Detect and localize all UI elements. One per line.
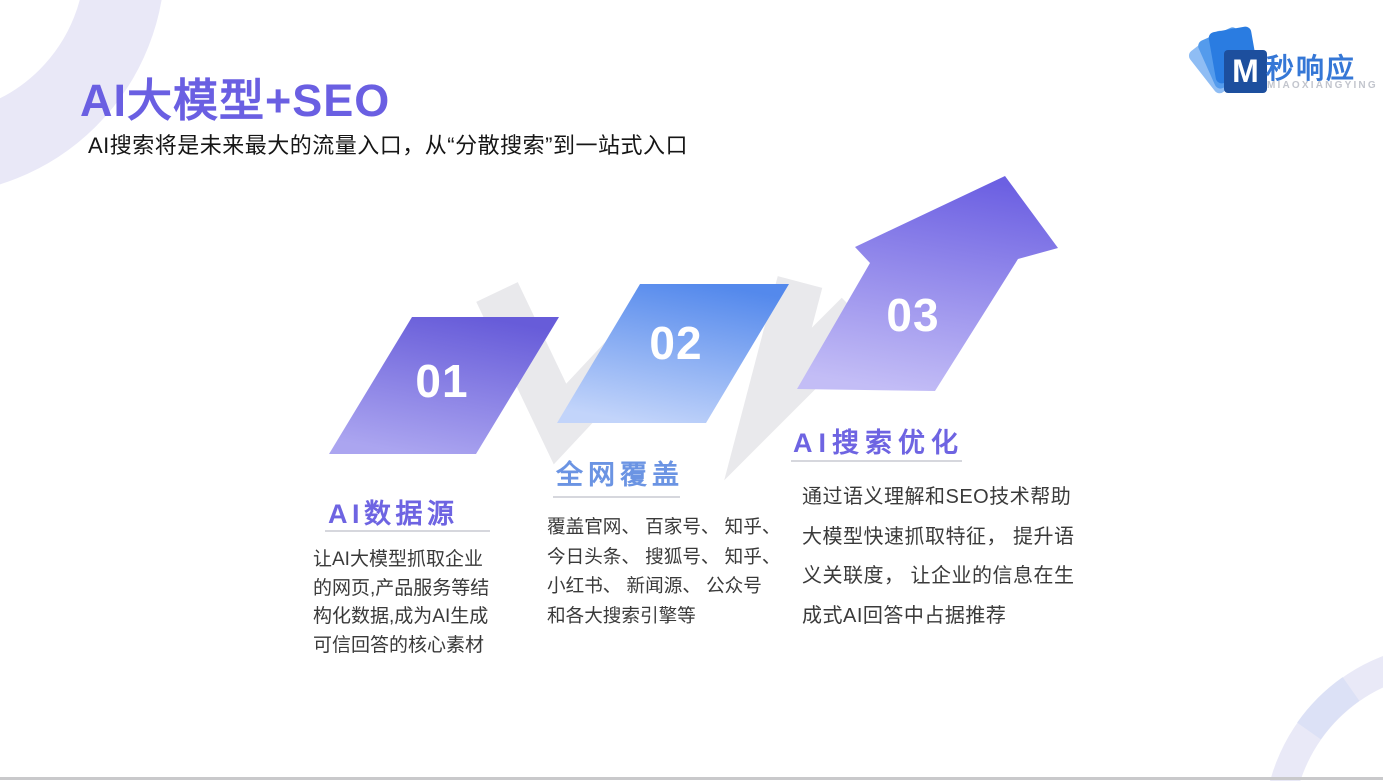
body-line: 和各大搜索引擎等 xyxy=(547,604,696,626)
logo: M 秒响应 MIAOXIANGYING xyxy=(1186,25,1378,100)
step-3-underline xyxy=(791,460,962,462)
step-2-underline xyxy=(553,496,680,498)
body-line: 的网页,产品服务等结 xyxy=(313,577,490,599)
step-1-body: 让AI大模型抓取企业 的网页,产品服务等结 构化数据,成为AI生成 可信回答的核… xyxy=(313,546,489,660)
step-2-number: 02 xyxy=(649,317,702,369)
page-subtitle: AI搜索将是未来最大的流量入口，从“分散搜索”到一站式入口 xyxy=(88,133,688,158)
slide-bottom-edge xyxy=(0,777,1383,780)
body-line: 义关联度， 让企业的信息在生 xyxy=(802,565,1075,587)
body-line: 通过语义理解和SEO技术帮助 xyxy=(802,486,1072,508)
logo-name-cn: 秒响应 xyxy=(1266,53,1357,84)
step-1-underline xyxy=(325,530,490,532)
body-line: 今日头条、 搜狐号、 知乎、 xyxy=(547,545,781,567)
logo-pages-icon: M xyxy=(1186,25,1270,98)
page-title: AI大模型+SEO xyxy=(80,75,391,126)
step-1-heading: AI数据源 xyxy=(328,499,459,529)
bottom-right-ring xyxy=(1270,656,1383,781)
bottom-right-ring-segment xyxy=(1297,677,1360,740)
step-3-number: 03 xyxy=(886,289,939,341)
body-line: 成式AI回答中占据推荐 xyxy=(802,604,1007,627)
step-3-arrow-shape xyxy=(797,176,1058,391)
step-1-shape xyxy=(329,317,559,454)
step-3-heading: AI搜索优化 xyxy=(793,428,964,458)
step-2-shape xyxy=(557,284,789,423)
logo-name-en: MIAOXIANGYING xyxy=(1267,80,1378,91)
logo-monogram: M xyxy=(1224,50,1267,93)
body-line: 大模型快速抓取特征， 提升语 xyxy=(802,525,1075,548)
body-line: 小红书、 新闻源、 公众号 xyxy=(547,575,762,596)
body-line: 让AI大模型抓取企业 xyxy=(313,549,483,570)
connector-1-2 xyxy=(476,282,665,465)
body-line: 覆盖官网、 百家号、 知乎、 xyxy=(547,516,781,537)
step-1-number: 01 xyxy=(415,355,468,407)
step-2-heading: 全网覆盖 xyxy=(556,460,684,490)
connector-2-3 xyxy=(724,276,875,481)
body-line: 可信回答的核心素材 xyxy=(313,634,485,656)
step-3-body: 通过语义理解和SEO技术帮助 大模型快速抓取特征， 提升语 义关联度， 让企业的… xyxy=(802,478,1075,636)
step-2-body: 覆盖官网、 百家号、 知乎、 今日头条、 搜狐号、 知乎、 小红书、 新闻源、 … xyxy=(547,512,780,630)
body-line: 构化数据,成为AI生成 xyxy=(313,606,489,627)
